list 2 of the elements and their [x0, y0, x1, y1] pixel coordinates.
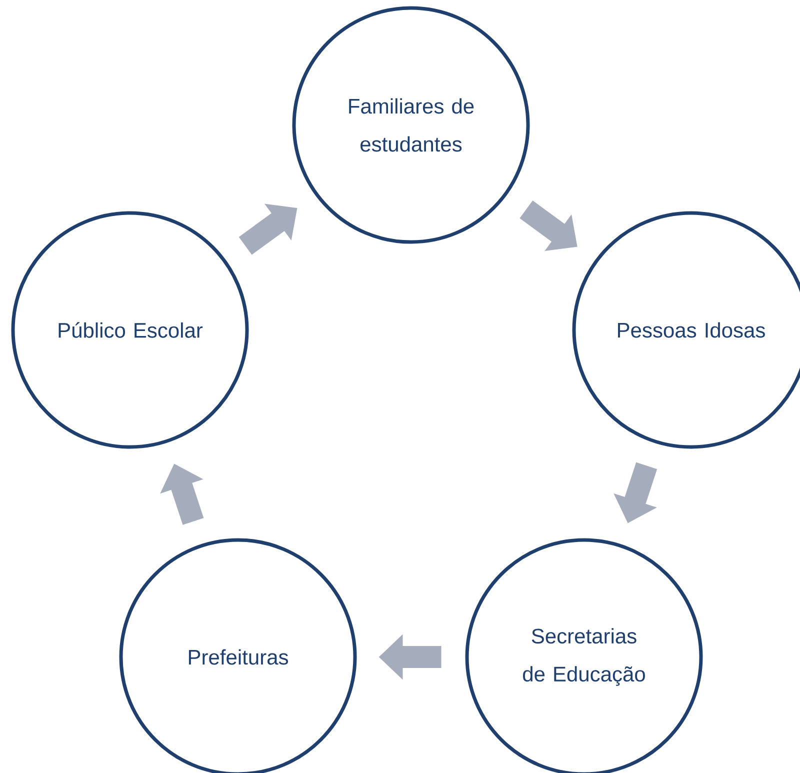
circle-node: Familiares de estudantes — [292, 6, 530, 244]
circle-node: Público Escolar — [11, 211, 249, 449]
